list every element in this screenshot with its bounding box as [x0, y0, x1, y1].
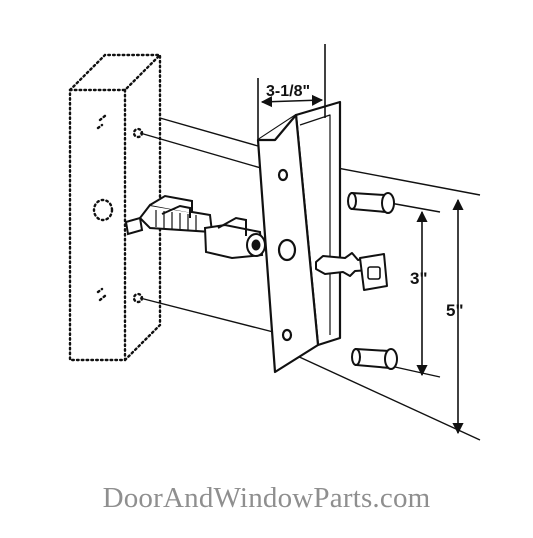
handle-plate	[256, 100, 342, 374]
plate-height-label: 5"	[446, 301, 464, 320]
mounting-screws	[347, 191, 398, 370]
screw-spacing-label: 3"	[410, 269, 428, 288]
depth-dimension-label: 3-1/8"	[266, 83, 310, 100]
door-stile-outline	[68, 53, 162, 362]
watermark-text: DoorAndWindowParts.com	[102, 482, 431, 514]
key	[315, 252, 388, 291]
dimension-depth	[257, 44, 326, 140]
lock-cylinder-assembly	[124, 194, 266, 260]
